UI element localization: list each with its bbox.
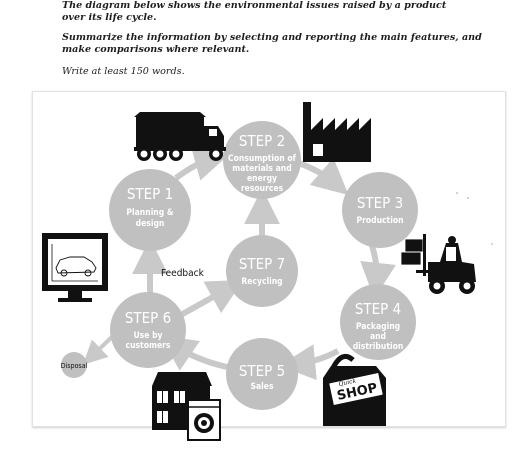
step2-desc-line2: materials and	[232, 164, 291, 174]
arrow-step4-to-step5	[279, 344, 340, 381]
step3-circle	[342, 172, 418, 248]
arrow-step5-to-step6	[160, 335, 228, 371]
step2-desc-line4: resources	[241, 184, 284, 194]
step1-desc-line1: Planning &	[126, 208, 173, 218]
step2-title: STEP 2	[239, 132, 285, 150]
arrow-step6-to-step7	[177, 279, 244, 319]
step1-title: STEP 1	[127, 185, 173, 203]
forklift-icon	[400, 234, 476, 294]
step7-circle	[226, 235, 298, 307]
step7-desc-line1: Recycling	[241, 277, 282, 287]
step2-desc-line3: energy	[247, 174, 277, 184]
factory-icon	[303, 102, 371, 162]
step2-desc-line1: Consumption of	[228, 154, 297, 164]
step6-title: STEP 6	[125, 309, 171, 327]
step4-title: STEP 4	[355, 300, 401, 318]
step3-desc-line1: Production	[356, 216, 403, 226]
step5-title: STEP 5	[239, 362, 285, 380]
step1-circle	[109, 169, 191, 251]
cycle-arrows	[132, 145, 397, 381]
prompt-task: Summarize the information by selecting a…	[62, 32, 482, 55]
step5-circle	[226, 338, 298, 410]
step6-circle	[110, 292, 186, 368]
step2-circle	[223, 121, 301, 199]
disposal-label: Disposal	[61, 362, 88, 370]
prompt-word-count: Write at least 150 words.	[62, 66, 185, 77]
shop-label-small: Quick	[338, 377, 357, 388]
computer-monitor-icon	[42, 233, 108, 302]
prompt-instructions: The diagram below shows the environmenta…	[62, 0, 447, 23]
step4-desc-line1: Packaging	[356, 322, 400, 332]
feedback-label: Feedback	[161, 268, 205, 279]
step4-desc-line2: and	[370, 332, 386, 342]
step7-title: STEP 7	[239, 255, 285, 273]
disposal-circle	[61, 352, 87, 378]
washing-machine-icon	[187, 399, 221, 441]
step5-desc-line1: Sales	[250, 382, 273, 392]
arrow-step1-to-step2	[174, 145, 231, 181]
step3-title: STEP 3	[357, 194, 403, 212]
shopping-bag-icon: Quick SHOP	[323, 353, 386, 426]
dust-marks	[456, 192, 493, 245]
step4-desc-line3: distribution	[353, 342, 404, 352]
step6-desc-line2: customers	[126, 341, 171, 351]
step1-desc-line2: design	[136, 219, 165, 229]
step6-desc-line1: Use by	[133, 331, 162, 341]
truck-icon	[134, 112, 226, 161]
arrow-step3-to-step4	[360, 245, 397, 299]
step4-circle	[340, 284, 416, 360]
